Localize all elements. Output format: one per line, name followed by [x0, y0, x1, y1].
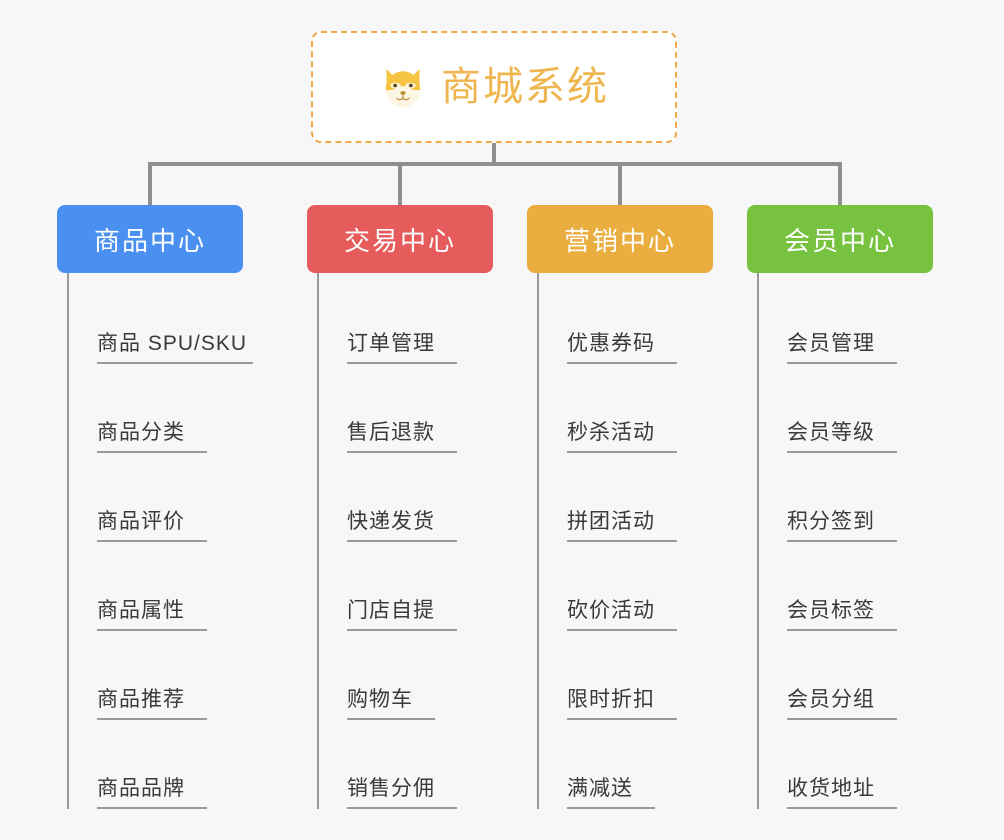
connector-horizontal-bus	[148, 162, 842, 166]
branch-column-3: 营销中心 优惠券码 秒杀活动 拼团活动 砍价活动 限时折扣 满减送	[527, 205, 713, 809]
leaf-label: 售后退款	[347, 421, 457, 453]
list-item[interactable]: 会员等级	[759, 364, 933, 453]
leaf-label: 销售分佣	[347, 777, 457, 809]
leaf-label: 会员管理	[787, 332, 897, 364]
list-item[interactable]: 会员标签	[759, 542, 933, 631]
leaf-label: 积分签到	[787, 510, 897, 542]
list-item[interactable]: 满减送	[539, 720, 713, 809]
leaf-label: 订单管理	[347, 332, 457, 364]
branch-column-2: 交易中心 订单管理 售后退款 快递发货 门店自提 购物车 销售分佣	[307, 205, 493, 809]
connector-root-stem	[492, 143, 496, 165]
category-header-2[interactable]: 交易中心	[307, 205, 493, 273]
leaf-label: 秒杀活动	[567, 421, 677, 453]
connector-drop-4	[838, 163, 842, 205]
list-item[interactable]: 商品评价	[69, 453, 243, 542]
connector-drop-3	[618, 163, 622, 205]
list-item[interactable]: 销售分佣	[319, 720, 493, 809]
list-item[interactable]: 砍价活动	[539, 542, 713, 631]
category-header-4-label: 会员中心	[783, 225, 896, 256]
list-item[interactable]: 商品属性	[69, 542, 243, 631]
leaf-label: 快递发货	[347, 510, 457, 542]
branch-column-4: 会员中心 会员管理 会员等级 积分签到 会员标签 会员分组 收货地址	[747, 205, 933, 809]
leaf-label: 满减送	[567, 777, 655, 809]
list-item[interactable]: 秒杀活动	[539, 364, 713, 453]
leaf-label: 商品品牌	[97, 777, 207, 809]
leaf-label: 购物车	[347, 688, 435, 720]
root-node[interactable]: 商城系统	[311, 31, 677, 143]
leaf-label: 商品推荐	[97, 688, 207, 720]
leaf-label: 砍价活动	[567, 599, 677, 631]
leaf-label: 会员标签	[787, 599, 897, 631]
list-item[interactable]: 优惠券码	[539, 275, 713, 364]
list-item[interactable]: 商品分类	[69, 364, 243, 453]
list-item[interactable]: 快递发货	[319, 453, 493, 542]
connector-drop-2	[398, 163, 402, 205]
leaf-label: 会员等级	[787, 421, 897, 453]
leaf-list-2: 订单管理 售后退款 快递发货 门店自提 购物车 销售分佣	[317, 273, 493, 809]
list-item[interactable]: 订单管理	[319, 275, 493, 364]
branch-column-1: 商品中心 商品 SPU/SKU 商品分类 商品评价 商品属性 商品推荐 商品品牌	[57, 205, 254, 809]
leaf-label: 收货地址	[787, 777, 897, 809]
leaf-list-1: 商品 SPU/SKU 商品分类 商品评价 商品属性 商品推荐 商品品牌	[67, 273, 254, 809]
leaf-label: 商品 SPU/SKU	[97, 332, 254, 364]
list-item[interactable]: 会员管理	[759, 275, 933, 364]
category-header-4[interactable]: 会员中心	[747, 205, 933, 273]
category-header-1-label: 商品中心	[93, 225, 206, 256]
category-header-3-label: 营销中心	[563, 225, 676, 256]
root-title: 商城系统	[441, 65, 609, 109]
list-item[interactable]: 商品推荐	[69, 631, 243, 720]
leaf-label: 商品分类	[97, 421, 207, 453]
category-header-3[interactable]: 营销中心	[527, 205, 713, 273]
category-header-2-label: 交易中心	[343, 225, 456, 256]
list-item[interactable]: 积分签到	[759, 453, 933, 542]
leaf-list-3: 优惠券码 秒杀活动 拼团活动 砍价活动 限时折扣 满减送	[537, 273, 713, 809]
leaf-label: 门店自提	[347, 599, 457, 631]
leaf-label: 限时折扣	[567, 688, 677, 720]
list-item[interactable]: 限时折扣	[539, 631, 713, 720]
list-item[interactable]: 商品 SPU/SKU	[69, 275, 254, 364]
leaf-label: 优惠券码	[567, 332, 677, 364]
leaf-list-4: 会员管理 会员等级 积分签到 会员标签 会员分组 收货地址	[757, 273, 933, 809]
list-item[interactable]: 会员分组	[759, 631, 933, 720]
connector-drop-1	[148, 163, 152, 205]
category-header-1[interactable]: 商品中心	[57, 205, 243, 273]
list-item[interactable]: 拼团活动	[539, 453, 713, 542]
shiba-dog-face-icon	[379, 63, 427, 111]
leaf-label: 商品评价	[97, 510, 207, 542]
list-item[interactable]: 商品品牌	[69, 720, 243, 809]
leaf-label: 商品属性	[97, 599, 207, 631]
list-item[interactable]: 售后退款	[319, 364, 493, 453]
list-item[interactable]: 门店自提	[319, 542, 493, 631]
leaf-label: 拼团活动	[567, 510, 677, 542]
list-item[interactable]: 收货地址	[759, 720, 933, 809]
list-item[interactable]: 购物车	[319, 631, 493, 720]
leaf-label: 会员分组	[787, 688, 897, 720]
